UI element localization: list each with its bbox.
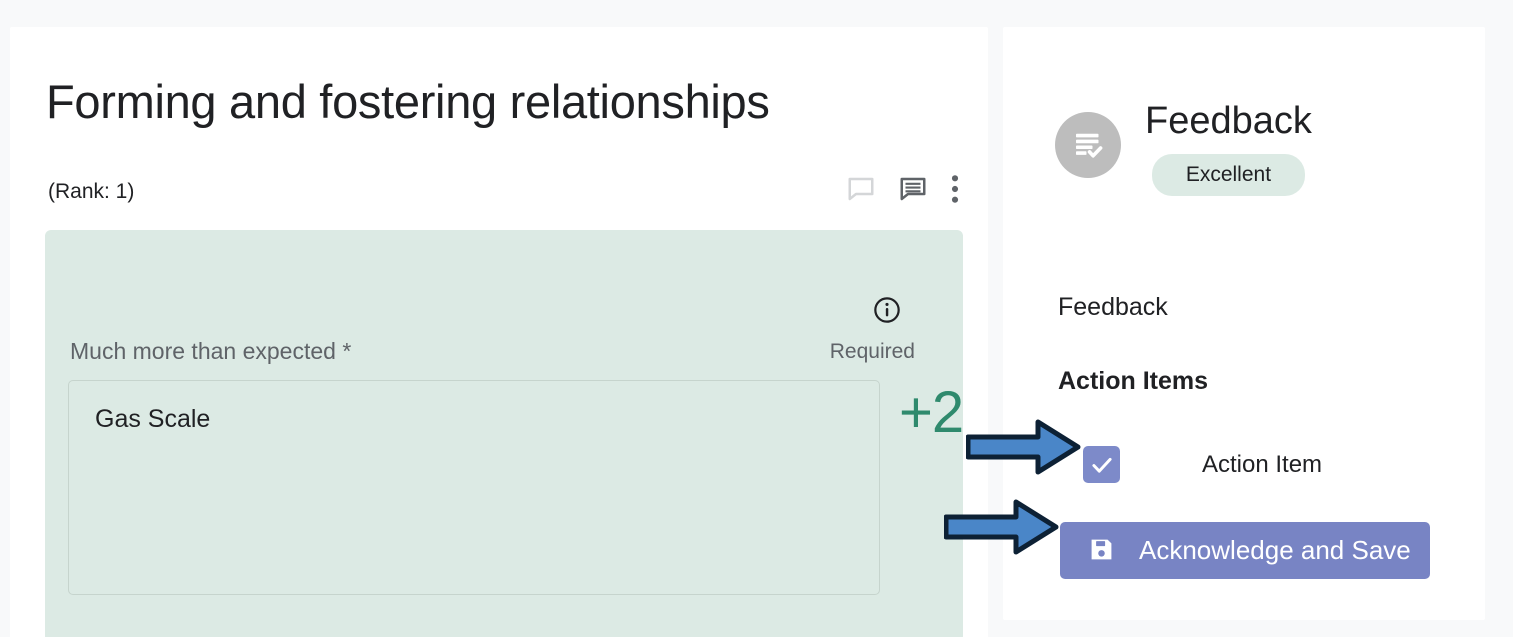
action-item-checkbox[interactable] — [1083, 446, 1120, 483]
required-label: Required — [829, 340, 915, 363]
comment-filled-icon[interactable] — [898, 174, 928, 204]
feedback-header: Feedback Excellent — [1055, 100, 1312, 196]
rank-label: (Rank: 1) — [48, 180, 135, 203]
action-items-heading: Action Items — [1058, 367, 1209, 395]
feedback-title: Feedback — [1145, 100, 1312, 142]
answer-textarea[interactable]: Gas Scale — [68, 380, 880, 595]
question-card: Forming and fostering relationships (Ran… — [10, 27, 988, 637]
answer-text-value: Gas Scale — [95, 405, 211, 433]
annotation-arrow-to-save-button — [943, 498, 1059, 561]
status-badge: Excellent — [1151, 153, 1306, 196]
annotation-step-badge: +2 — [899, 380, 964, 445]
annotation-arrow-to-checkbox — [965, 418, 1081, 481]
comment-outline-icon[interactable] — [846, 174, 876, 204]
save-floppy-icon — [1088, 536, 1115, 566]
field-label: Much more than expected * — [70, 338, 352, 364]
more-vertical-icon[interactable] — [950, 173, 960, 205]
action-item-row: Action Item — [1083, 446, 1322, 483]
feedback-section-label: Feedback — [1058, 293, 1168, 321]
question-answer-block: Much more than expected * Required Gas S… — [45, 230, 963, 637]
action-item-label: Action Item — [1202, 450, 1323, 478]
feedback-panel: Feedback Excellent Feedback Action Items… — [1003, 27, 1485, 620]
info-icon[interactable] — [873, 296, 901, 329]
save-button-label: Acknowledge and Save — [1139, 535, 1411, 565]
feedback-document-check-icon — [1055, 112, 1121, 178]
question-toolbar — [846, 173, 960, 205]
acknowledge-and-save-button[interactable]: Acknowledge and Save — [1060, 522, 1430, 579]
page-title: Forming and fostering relationships — [46, 75, 770, 128]
